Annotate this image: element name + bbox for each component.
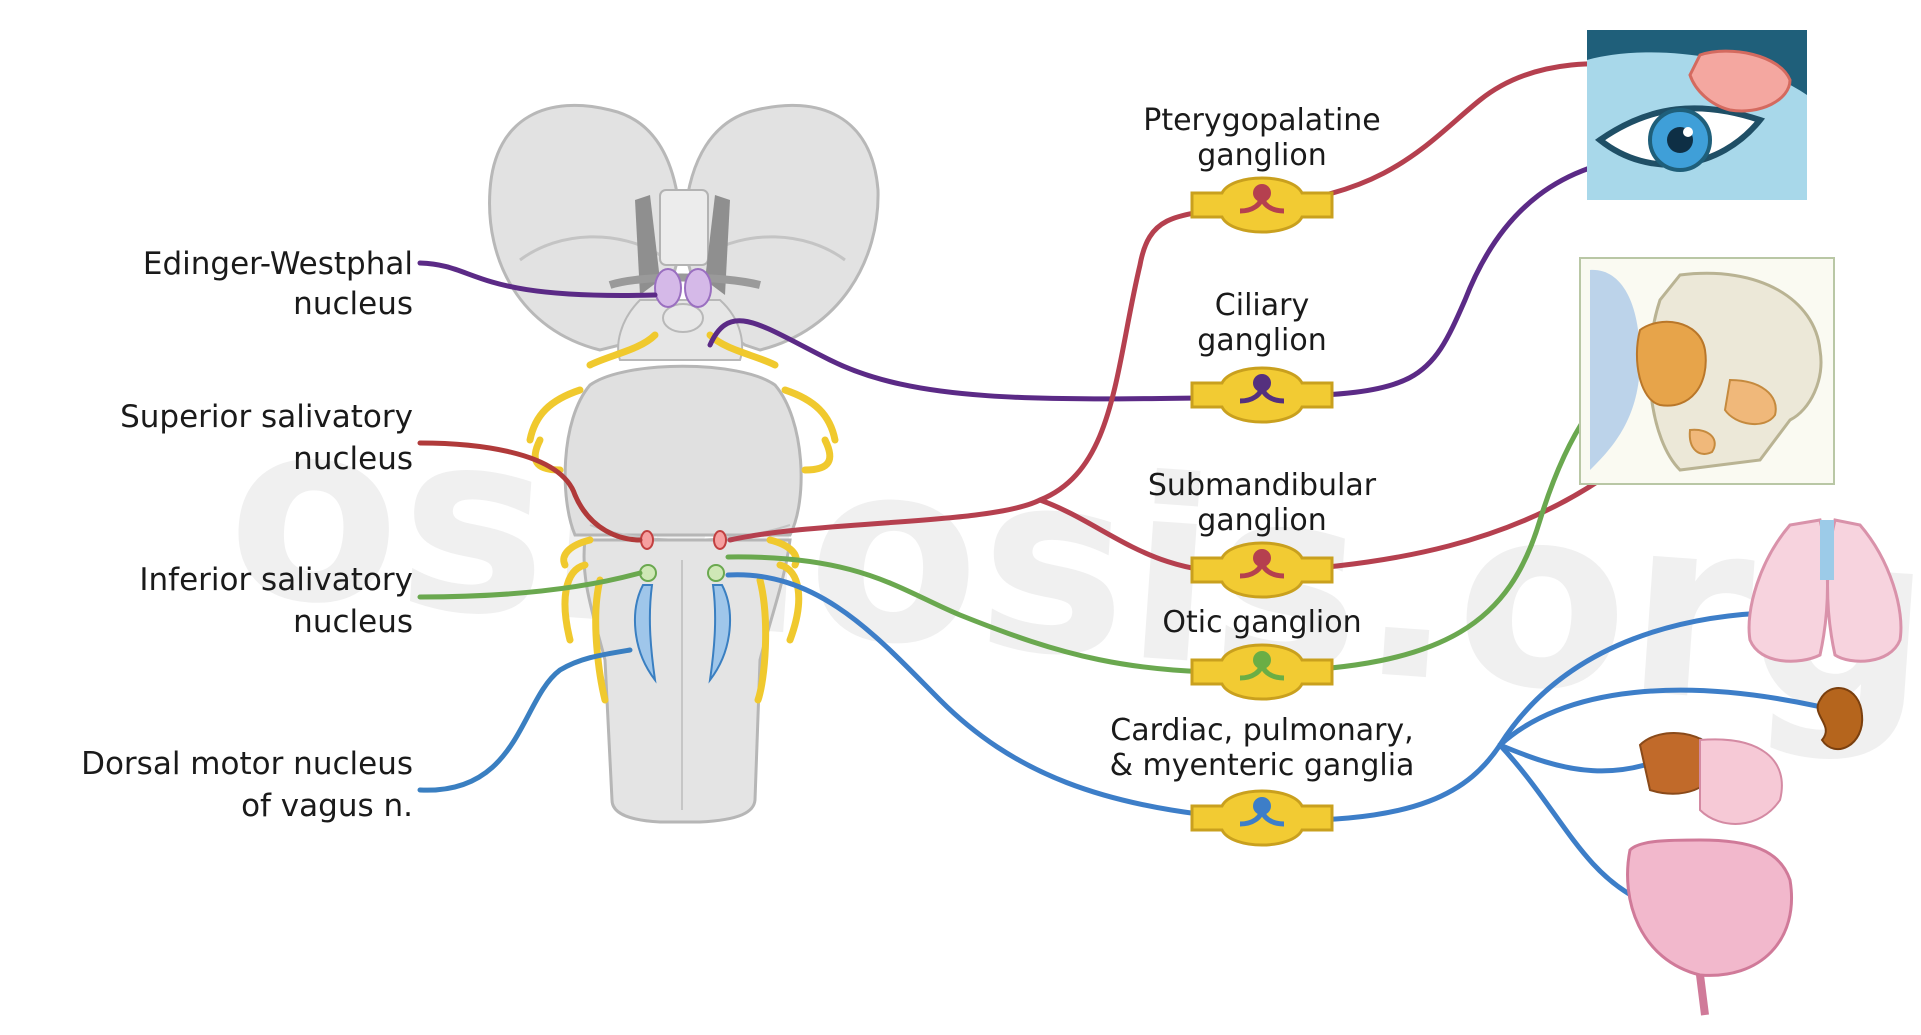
ganglia xyxy=(1190,176,1334,847)
edinger-westphal-label-line2: nucleus xyxy=(293,286,413,322)
inferior-salivatory-label-line1: Inferior salivatory xyxy=(139,562,413,598)
edinger-westphal-label-line1: Edinger-Westphal xyxy=(143,246,413,282)
lungs-illustration xyxy=(1747,518,1903,663)
nucleus-labels: Edinger-Westphal nucleus Superior saliva… xyxy=(81,246,413,824)
gi-tract-illustration xyxy=(1626,732,1793,1016)
ganglion-labels: Pterygopalatine ganglion Ciliary ganglio… xyxy=(1110,103,1415,783)
ganglion-cardiac xyxy=(1190,789,1334,847)
brainstem-illustration xyxy=(488,103,880,824)
ganglion-cell-otic xyxy=(1253,651,1271,669)
ganglion-cell-submandibular xyxy=(1253,549,1271,567)
pterygopalatine-pathway xyxy=(727,61,1703,543)
ganglion-cell-cardiac xyxy=(1253,797,1271,815)
ganglion-pterygopalatine xyxy=(1190,176,1334,234)
inferior-salivatory-nucleus-right xyxy=(707,564,725,582)
edinger-westphal-nucleus-marker-right xyxy=(684,268,712,308)
edinger-westphal-label-line xyxy=(417,260,658,298)
inferior-salivatory-label-line2: nucleus xyxy=(293,604,413,640)
otic-label-line1: Otic ganglion xyxy=(1162,605,1361,640)
submandibular-label-line1: Submandibular xyxy=(1148,468,1377,503)
dorsal-motor-label-line2: of vagus n. xyxy=(241,788,413,824)
pterygopalatine-label-line2: ganglion xyxy=(1197,138,1327,173)
pterygopalatine-label-line1: Pterygopalatine xyxy=(1143,103,1381,138)
vagal-pathway xyxy=(725,572,1503,823)
superior-salivatory-label-line1: Superior salivatory xyxy=(120,399,413,435)
ciliary-label-line2: ganglion xyxy=(1197,323,1327,358)
ganglion-cell-pterygopalatine xyxy=(1253,184,1271,202)
ganglion-body-cardiac xyxy=(1190,789,1334,847)
ganglion-body-ciliary xyxy=(1190,366,1334,424)
superior-salivatory-label-line xyxy=(417,440,643,543)
inferior-salivatory-label-line xyxy=(417,570,643,600)
ciliary-label-line1: Ciliary xyxy=(1215,288,1309,323)
ganglion-submandibular xyxy=(1190,541,1334,599)
ganglion-body-otic xyxy=(1190,643,1334,701)
ganglion-ciliary xyxy=(1190,366,1334,424)
superior-salivatory-label-line2: nucleus xyxy=(293,441,413,477)
skull-salivary-illustration xyxy=(1579,257,1835,485)
superior-salivatory-nucleus-left xyxy=(640,530,654,550)
kidney-illustration xyxy=(1816,687,1864,751)
edinger-westphal-nucleus-marker xyxy=(654,268,682,308)
cardiac-label-line2: & myenteric ganglia xyxy=(1110,748,1415,783)
submandibular-label-line2: ganglion xyxy=(1197,503,1327,538)
ganglion-cell-ciliary xyxy=(1253,374,1271,392)
ganglion-body-pterygopalatine xyxy=(1190,176,1334,234)
vagal-branch-kidney xyxy=(1497,687,1858,748)
ganglion-body-submandibular xyxy=(1190,541,1334,599)
superior-salivatory-nucleus-right xyxy=(713,530,727,550)
dorsal-vagal-nucleus-left xyxy=(634,584,657,684)
cardiac-label-line1: Cardiac, pulmonary, xyxy=(1110,713,1413,748)
dorsal-motor-label-line xyxy=(417,647,633,793)
eye-lacrimal-illustration xyxy=(1587,30,1807,200)
dorsal-motor-label-line1: Dorsal motor nucleus xyxy=(81,746,413,782)
dorsal-vagal-nucleus-right xyxy=(708,584,731,684)
ganglion-otic xyxy=(1190,643,1334,701)
